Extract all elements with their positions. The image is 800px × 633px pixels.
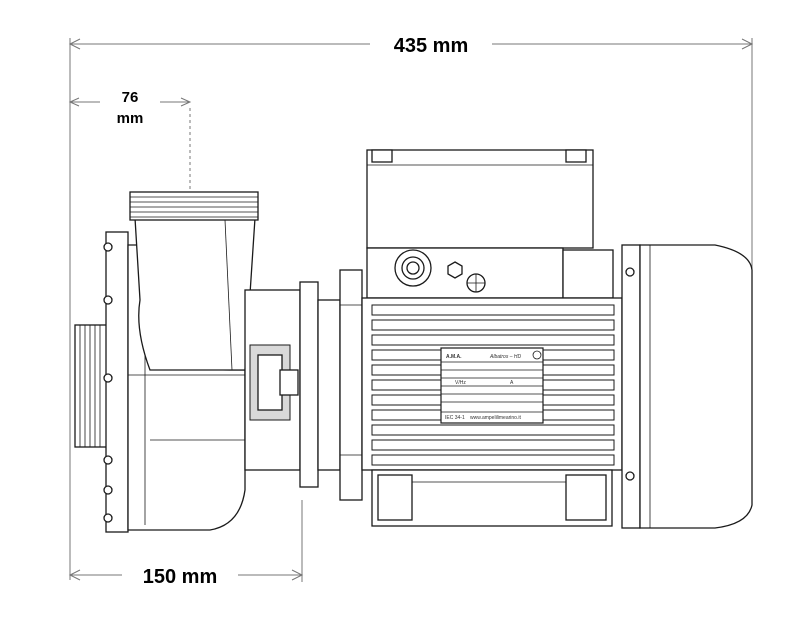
pump-body-length-dimension: 150 mm [68,500,304,588]
pump-body-length-label: 150 mm [143,566,218,588]
nameplate: A.M.A. Albatros – HD V/Hz A IEC 34-1 www… [440,347,544,424]
outlet-thread [130,196,258,218]
nameplate-website: www.ampelilimearino.it [470,415,521,421]
inlet-thread [79,325,101,447]
inlet-offset-unit: mm [117,110,144,127]
cable-gland-icon [394,249,432,287]
nameplate-model: Albatros – HD [489,354,522,360]
nameplate-standard: IEC 34-1 [445,415,465,421]
motor: A.M.A. Albatros – HD V/Hz A IEC 34-1 www… [361,149,753,529]
nameplate-voltage-label: V/Hz [455,380,466,386]
overall-length-label: 435 mm [394,35,469,57]
fan-cover [639,244,753,529]
overall-length-dimension: 435 mm [68,35,754,580]
inlet-offset-dimension: 76 mm [68,89,192,250]
earth-screw-icon [466,273,486,293]
nameplate-brand: A.M.A. [446,354,462,360]
nameplate-current-label: A [510,380,514,386]
inlet-offset-value: 76 [122,89,139,106]
pump-volute [74,191,363,533]
end-shield [621,244,641,529]
terminal-box [366,149,594,249]
